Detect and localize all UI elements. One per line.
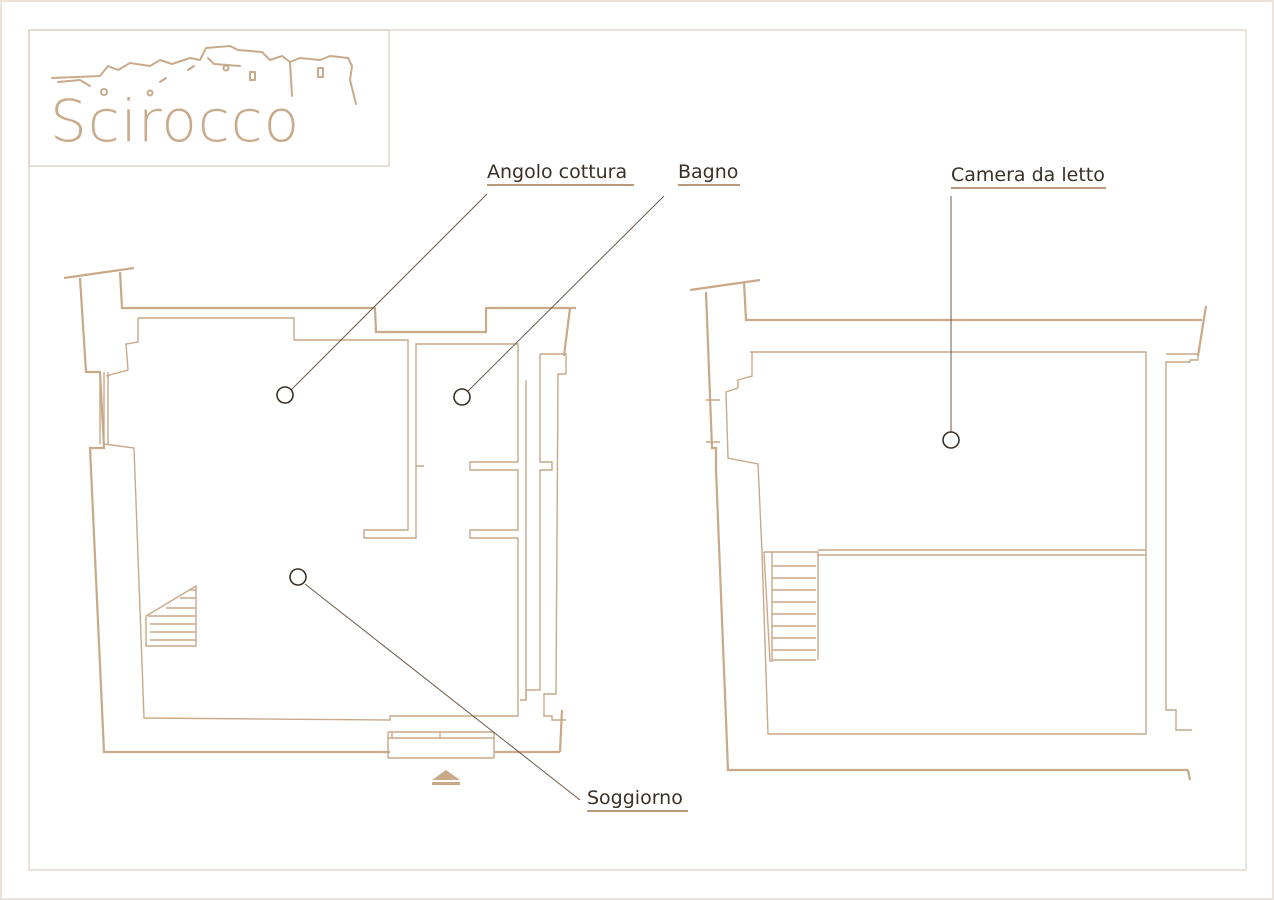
bedroom-underline — [951, 187, 1106, 189]
upper-floor-outer-wall — [689, 278, 1208, 781]
logo-box — [28, 29, 390, 167]
living-room-underline — [587, 810, 688, 812]
living-room-marker — [289, 568, 307, 586]
entrance-door — [387, 731, 495, 759]
brand-logo-text: Scirocco — [50, 87, 300, 155]
kitchenette-leader — [290, 193, 488, 391]
kitchenette-marker — [276, 386, 294, 404]
upper-floor-inner-wall — [725, 351, 1147, 735]
living-room-leader — [304, 583, 581, 801]
living-room-label: Soggiorno — [587, 787, 683, 809]
inner-frame — [28, 29, 1247, 871]
bathroom-leader — [466, 195, 665, 393]
bedroom-marker — [942, 431, 960, 449]
upper-floor-plan — [689, 278, 1208, 781]
kitchenette-underline — [487, 184, 634, 186]
ground-floor-staircase — [145, 584, 197, 647]
ground-floor-inner-wall — [103, 317, 519, 721]
castle-ruins-skyline-icon — [51, 45, 357, 105]
bathroom-underline — [678, 184, 740, 186]
ground-floor-outer-wall — [63, 266, 576, 754]
bathroom-marker — [453, 388, 471, 406]
upper-floor-staircase — [763, 551, 819, 663]
bathroom-label: Bagno — [678, 161, 739, 183]
room-leaders — [290, 193, 952, 801]
room-markers — [276, 386, 960, 586]
ground-floor-plan — [63, 266, 576, 759]
kitchenette-label: Angolo cottura — [487, 161, 628, 183]
bedroom-label: Camera da letto — [951, 164, 1105, 186]
entrance-triangle-icon — [432, 770, 460, 785]
ground-floor-window — [99, 372, 109, 444]
